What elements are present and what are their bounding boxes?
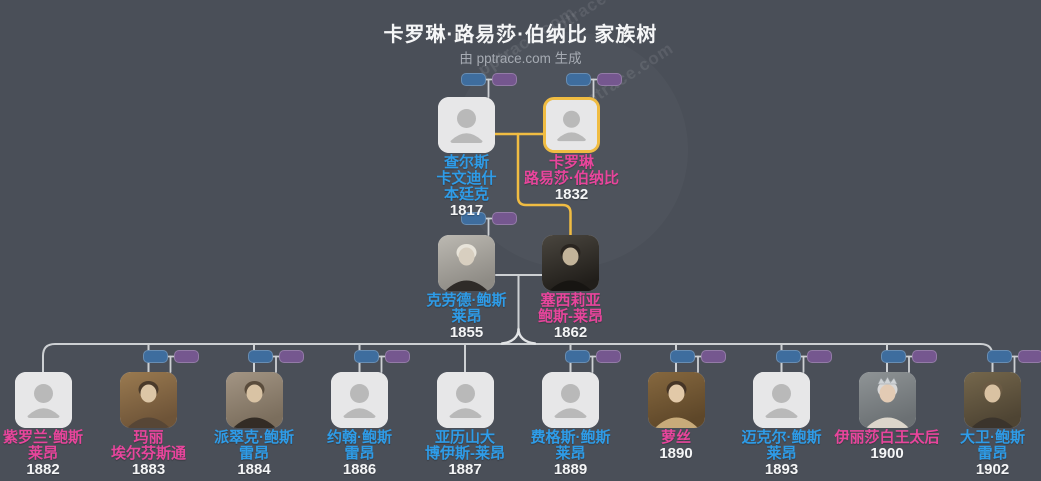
- person-silhouette-icon: [546, 100, 597, 150]
- person-card-placeholder[interactable]: [14, 372, 72, 428]
- collapsed-relative-chip-purple[interactable]: [1017, 350, 1041, 363]
- person-card-photo[interactable]: [542, 235, 599, 291]
- person-silhouette-icon: [753, 372, 810, 428]
- person-card-photo[interactable]: [647, 372, 705, 428]
- person-card-placeholder[interactable]: [543, 97, 600, 153]
- collapsed-relative-chip-purple[interactable]: [596, 73, 622, 86]
- person-card-photo[interactable]: [120, 372, 177, 428]
- person-card-placeholder[interactable]: [438, 97, 495, 153]
- person-card-photo[interactable]: [858, 372, 916, 428]
- person-card-photo[interactable]: [964, 372, 1021, 428]
- collapsed-relative-chip-purple[interactable]: [912, 350, 937, 363]
- collapsed-relative-chip-blue[interactable]: [881, 350, 906, 363]
- portrait-photo: [858, 372, 916, 428]
- collapsed-relative-chip-purple[interactable]: [491, 73, 517, 86]
- collapsed-relative-chip-purple[interactable]: [806, 350, 832, 363]
- collapsed-relative-chip-purple[interactable]: [595, 350, 621, 363]
- person-silhouette-icon: [436, 372, 494, 428]
- collapsed-relative-chip-blue[interactable]: [986, 350, 1012, 363]
- person-silhouette-icon: [331, 372, 388, 428]
- person-card-placeholder[interactable]: [753, 372, 810, 428]
- collapsed-relative-chip-blue[interactable]: [564, 350, 590, 363]
- portrait-photo: [225, 372, 283, 428]
- collapsed-relative-chip-blue[interactable]: [248, 350, 273, 363]
- collapsed-relative-chip-blue[interactable]: [775, 350, 801, 363]
- collapsed-relative-chip-blue[interactable]: [460, 73, 486, 86]
- page-subtitle: 由 pptrace.com 生成: [459, 51, 582, 66]
- portrait-photo: [542, 235, 599, 291]
- portrait-photo: [647, 372, 705, 428]
- person-silhouette-icon: [14, 372, 72, 428]
- person-silhouette-icon: [438, 97, 495, 153]
- collapsed-relative-chip-blue[interactable]: [460, 212, 486, 225]
- person-card-placeholder[interactable]: [331, 372, 388, 428]
- person-silhouette-icon: [542, 372, 599, 428]
- person-card-placeholder[interactable]: [436, 372, 494, 428]
- collapsed-relative-chip-purple[interactable]: [279, 350, 304, 363]
- person-card-placeholder[interactable]: [542, 372, 599, 428]
- collapsed-relative-chip-blue[interactable]: [353, 350, 379, 363]
- portrait-photo: [964, 372, 1021, 428]
- collapsed-relative-chip-purple[interactable]: [491, 212, 517, 225]
- collapsed-relative-chip-blue[interactable]: [670, 350, 695, 363]
- collapsed-relative-chip-blue[interactable]: [565, 73, 591, 86]
- person-card-photo[interactable]: [438, 235, 495, 291]
- portrait-photo: [120, 372, 177, 428]
- portrait-photo: [438, 235, 495, 291]
- collapsed-relative-chip-blue[interactable]: [142, 350, 168, 363]
- collapsed-relative-chip-purple[interactable]: [701, 350, 726, 363]
- page-title: 卡罗琳·路易莎·伯纳比 家族树: [383, 24, 658, 46]
- collapsed-relative-chip-purple[interactable]: [173, 350, 199, 363]
- person-card-photo[interactable]: [225, 372, 283, 428]
- collapsed-relative-chip-purple[interactable]: [384, 350, 410, 363]
